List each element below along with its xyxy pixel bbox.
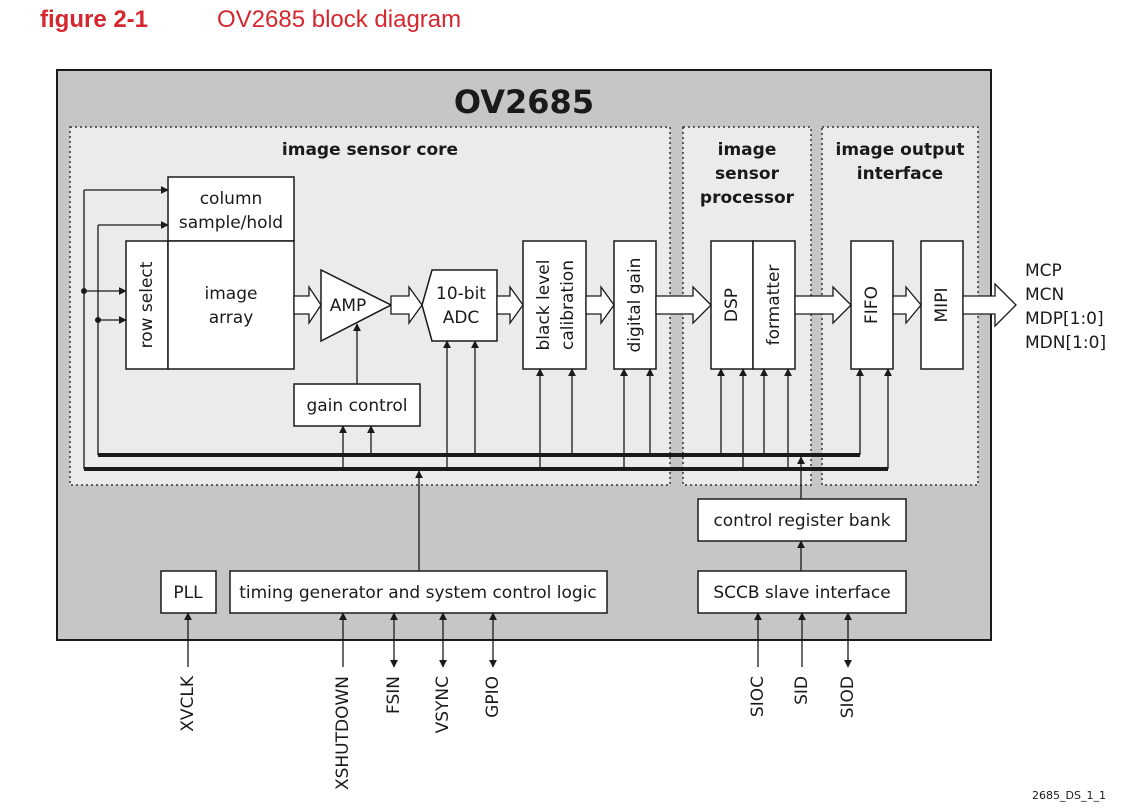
black-level-line1: black level [534, 260, 554, 351]
pin-label-fsin: FSIN [384, 676, 404, 714]
figure-code: 2685_DS_1_1 [1032, 789, 1106, 802]
adc-line2: ADC [443, 308, 480, 328]
control-lines [83, 186, 892, 571]
amp-label: AMP [330, 296, 367, 316]
chip-name: OV2685 [454, 83, 594, 121]
timing-generator-block [229, 570, 608, 614]
image-array-line2: array [209, 308, 254, 328]
section-title-core: image sensor core [282, 140, 458, 160]
image-array-block [167, 240, 295, 370]
black-level-line2: calibration [558, 260, 578, 350]
pin-label-xshutdown: XSHUTDOWN [333, 676, 353, 790]
adc-line1: 10-bit [436, 284, 486, 304]
column-sample-hold-block [167, 176, 295, 242]
column-label-line2: sample/hold [179, 213, 283, 233]
sccb-slave-interface-block [697, 570, 907, 614]
section-title-isp-line1: image [718, 140, 777, 160]
pin-label-sid: SID [792, 676, 812, 705]
figure-label: figure 2-1 [40, 6, 149, 33]
output-label-mdn: MDN[1:0] [1025, 333, 1106, 353]
output-label-mcp: MCP [1025, 261, 1062, 281]
data-path-arrows [293, 282, 1017, 328]
dsp-label: DSP [722, 288, 742, 322]
pin-label-siod: SIOD [838, 676, 858, 718]
junction-outer [81, 288, 87, 294]
pll-label: PLL [173, 583, 203, 603]
arrow-blc-to-dgain [585, 284, 615, 326]
arrow-adc-to-blc [496, 284, 524, 326]
arrow-formatter-to-fifo [794, 285, 852, 325]
pll-block [160, 570, 217, 614]
adc-block [421, 269, 498, 342]
gain-control-label: gain control [306, 396, 407, 416]
pin-lines [184, 612, 852, 668]
pin-label-vsync: VSYNC [433, 676, 453, 733]
row-select-label: row select [137, 261, 157, 348]
formatter-block [752, 240, 796, 370]
mipi-block [920, 240, 964, 370]
fifo-block [850, 240, 894, 370]
figure-title: OV2685 block diagram [217, 6, 462, 33]
section-title-output-line1: image output [836, 140, 965, 160]
column-label-line1: column [200, 189, 263, 209]
arrow-dgain-to-dsp [655, 285, 712, 325]
mipi-label: MIPI [932, 288, 952, 323]
arrow-fifo-to-mipi [892, 285, 922, 325]
section-title-isp-line3: processor [700, 188, 795, 208]
dsp-block [710, 240, 754, 370]
output-label-mcn: MCN [1025, 285, 1064, 305]
section-title-isp-line2: sensor [715, 164, 780, 184]
sccb-slave-interface-label: SCCB slave interface [713, 583, 890, 603]
image-array-line1: image [205, 284, 258, 304]
control-register-bank-block [697, 498, 907, 542]
arrow-mipi-out [962, 282, 1017, 328]
digital-gain-label: digital gain [625, 258, 645, 353]
pin-label-sioc: SIOC [748, 676, 768, 717]
digital-gain-block [613, 240, 657, 370]
section-title-output-line2: interface [857, 164, 943, 184]
pin-label-gpio: GPIO [483, 676, 503, 718]
output-label-mdp: MDP[1:0] [1025, 309, 1104, 329]
black-level-block [522, 240, 587, 370]
pin-label-xvclk: XVCLK [178, 675, 198, 732]
control-register-bank-label: control register bank [713, 511, 890, 531]
formatter-label: formatter [764, 265, 784, 346]
arrow-array-to-amp [293, 284, 322, 326]
arrow-amp-to-adc [390, 284, 423, 326]
junction-inner [95, 317, 101, 323]
timing-generator-label: timing generator and system control logi… [239, 583, 597, 603]
fifo-label: FIFO [862, 286, 882, 324]
